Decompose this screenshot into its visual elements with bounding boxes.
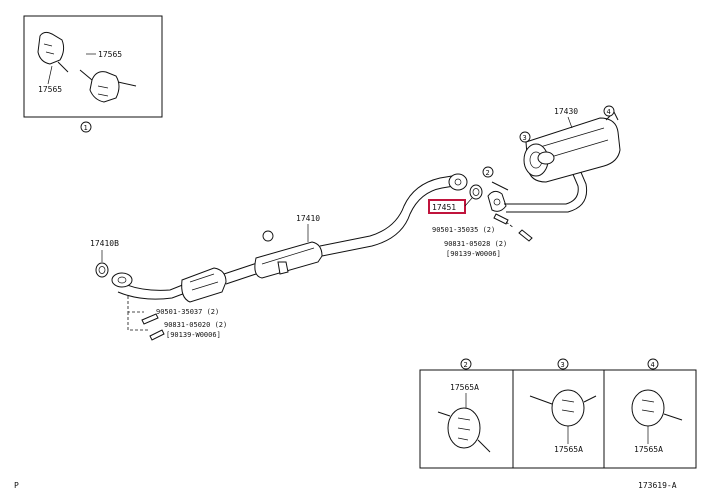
part-17451-highlight[interactable]: 17451 — [428, 199, 466, 214]
label-17565a-4: 17565A — [634, 445, 663, 454]
hanger-17565-left[interactable] — [37, 31, 69, 73]
hanger-center[interactable] — [277, 261, 289, 275]
label-bolt-front-1: 90501-35037 (2) — [156, 308, 219, 316]
label-17565a-2: 17565A — [450, 383, 479, 392]
callout-4-ref[interactable]: 4 — [603, 105, 615, 117]
gasket-17451[interactable] — [469, 184, 483, 200]
label-17410: 17410 — [296, 214, 320, 223]
callout-3-ref-number: 3 — [523, 134, 527, 142]
rear-muffler-17430[interactable] — [523, 111, 621, 183]
inset-frame-2-4 — [419, 369, 697, 469]
label-17565-top: 17565 — [98, 50, 122, 59]
label-17565a-3: 17565A — [554, 445, 583, 454]
callout-4[interactable]: 4 — [647, 358, 659, 370]
callout-1-ref[interactable] — [262, 230, 274, 242]
gasket-17410b[interactable] — [95, 262, 109, 278]
callout-2[interactable]: 2 — [460, 358, 472, 370]
bolt-rear-lower[interactable] — [518, 229, 533, 242]
hanger-17565a-4[interactable] — [631, 389, 683, 427]
label-17410b: 17410B — [90, 239, 119, 248]
hanger-17565-right[interactable] — [79, 69, 137, 103]
label-bolt-front-2: 90831-05020 (2) — [164, 321, 227, 329]
callout-1[interactable]: 1 — [80, 121, 92, 133]
callout-4-ref-number: 4 — [607, 108, 611, 116]
bolt-front-lower[interactable] — [149, 329, 165, 341]
label-17451: 17451 — [432, 203, 456, 212]
callout-1-number: 1 — [84, 124, 88, 132]
callout-3-number: 3 — [561, 361, 565, 369]
label-bolt-rear-2: 90831-05028 (2) — [444, 240, 507, 248]
corner-mark: P — [14, 481, 19, 490]
hanger-17565a-3[interactable] — [529, 389, 597, 427]
label-17430: 17430 — [554, 107, 578, 116]
label-bolt-front-3: [90139-W0006] — [166, 331, 221, 339]
callout-3[interactable]: 3 — [557, 358, 569, 370]
inset-frame-1 — [23, 15, 163, 118]
label-bolt-rear-1: 90501-35035 (2) — [432, 226, 495, 234]
inset-box-2-4: 17565A 17565A 17565A — [419, 369, 697, 469]
callout-4-number: 4 — [651, 361, 655, 369]
label-17565-left: 17565 — [38, 85, 62, 94]
bolt-front-upper[interactable] — [141, 313, 159, 325]
label-bolt-rear-3: [90139-W0006] — [446, 250, 501, 258]
front-pipe-assembly[interactable] — [111, 173, 468, 303]
hanger-17565a-2[interactable] — [437, 407, 491, 453]
callout-3-ref[interactable]: 3 — [519, 131, 531, 143]
inset-box-1: 17565 17565 — [23, 15, 163, 118]
callout-2-ref-number: 2 — [486, 169, 490, 177]
callout-2-number: 2 — [464, 361, 468, 369]
bolt-rear-upper[interactable] — [493, 213, 509, 225]
callout-2-ref[interactable]: 2 — [482, 166, 494, 178]
figure-code: 173619-A — [638, 481, 677, 490]
